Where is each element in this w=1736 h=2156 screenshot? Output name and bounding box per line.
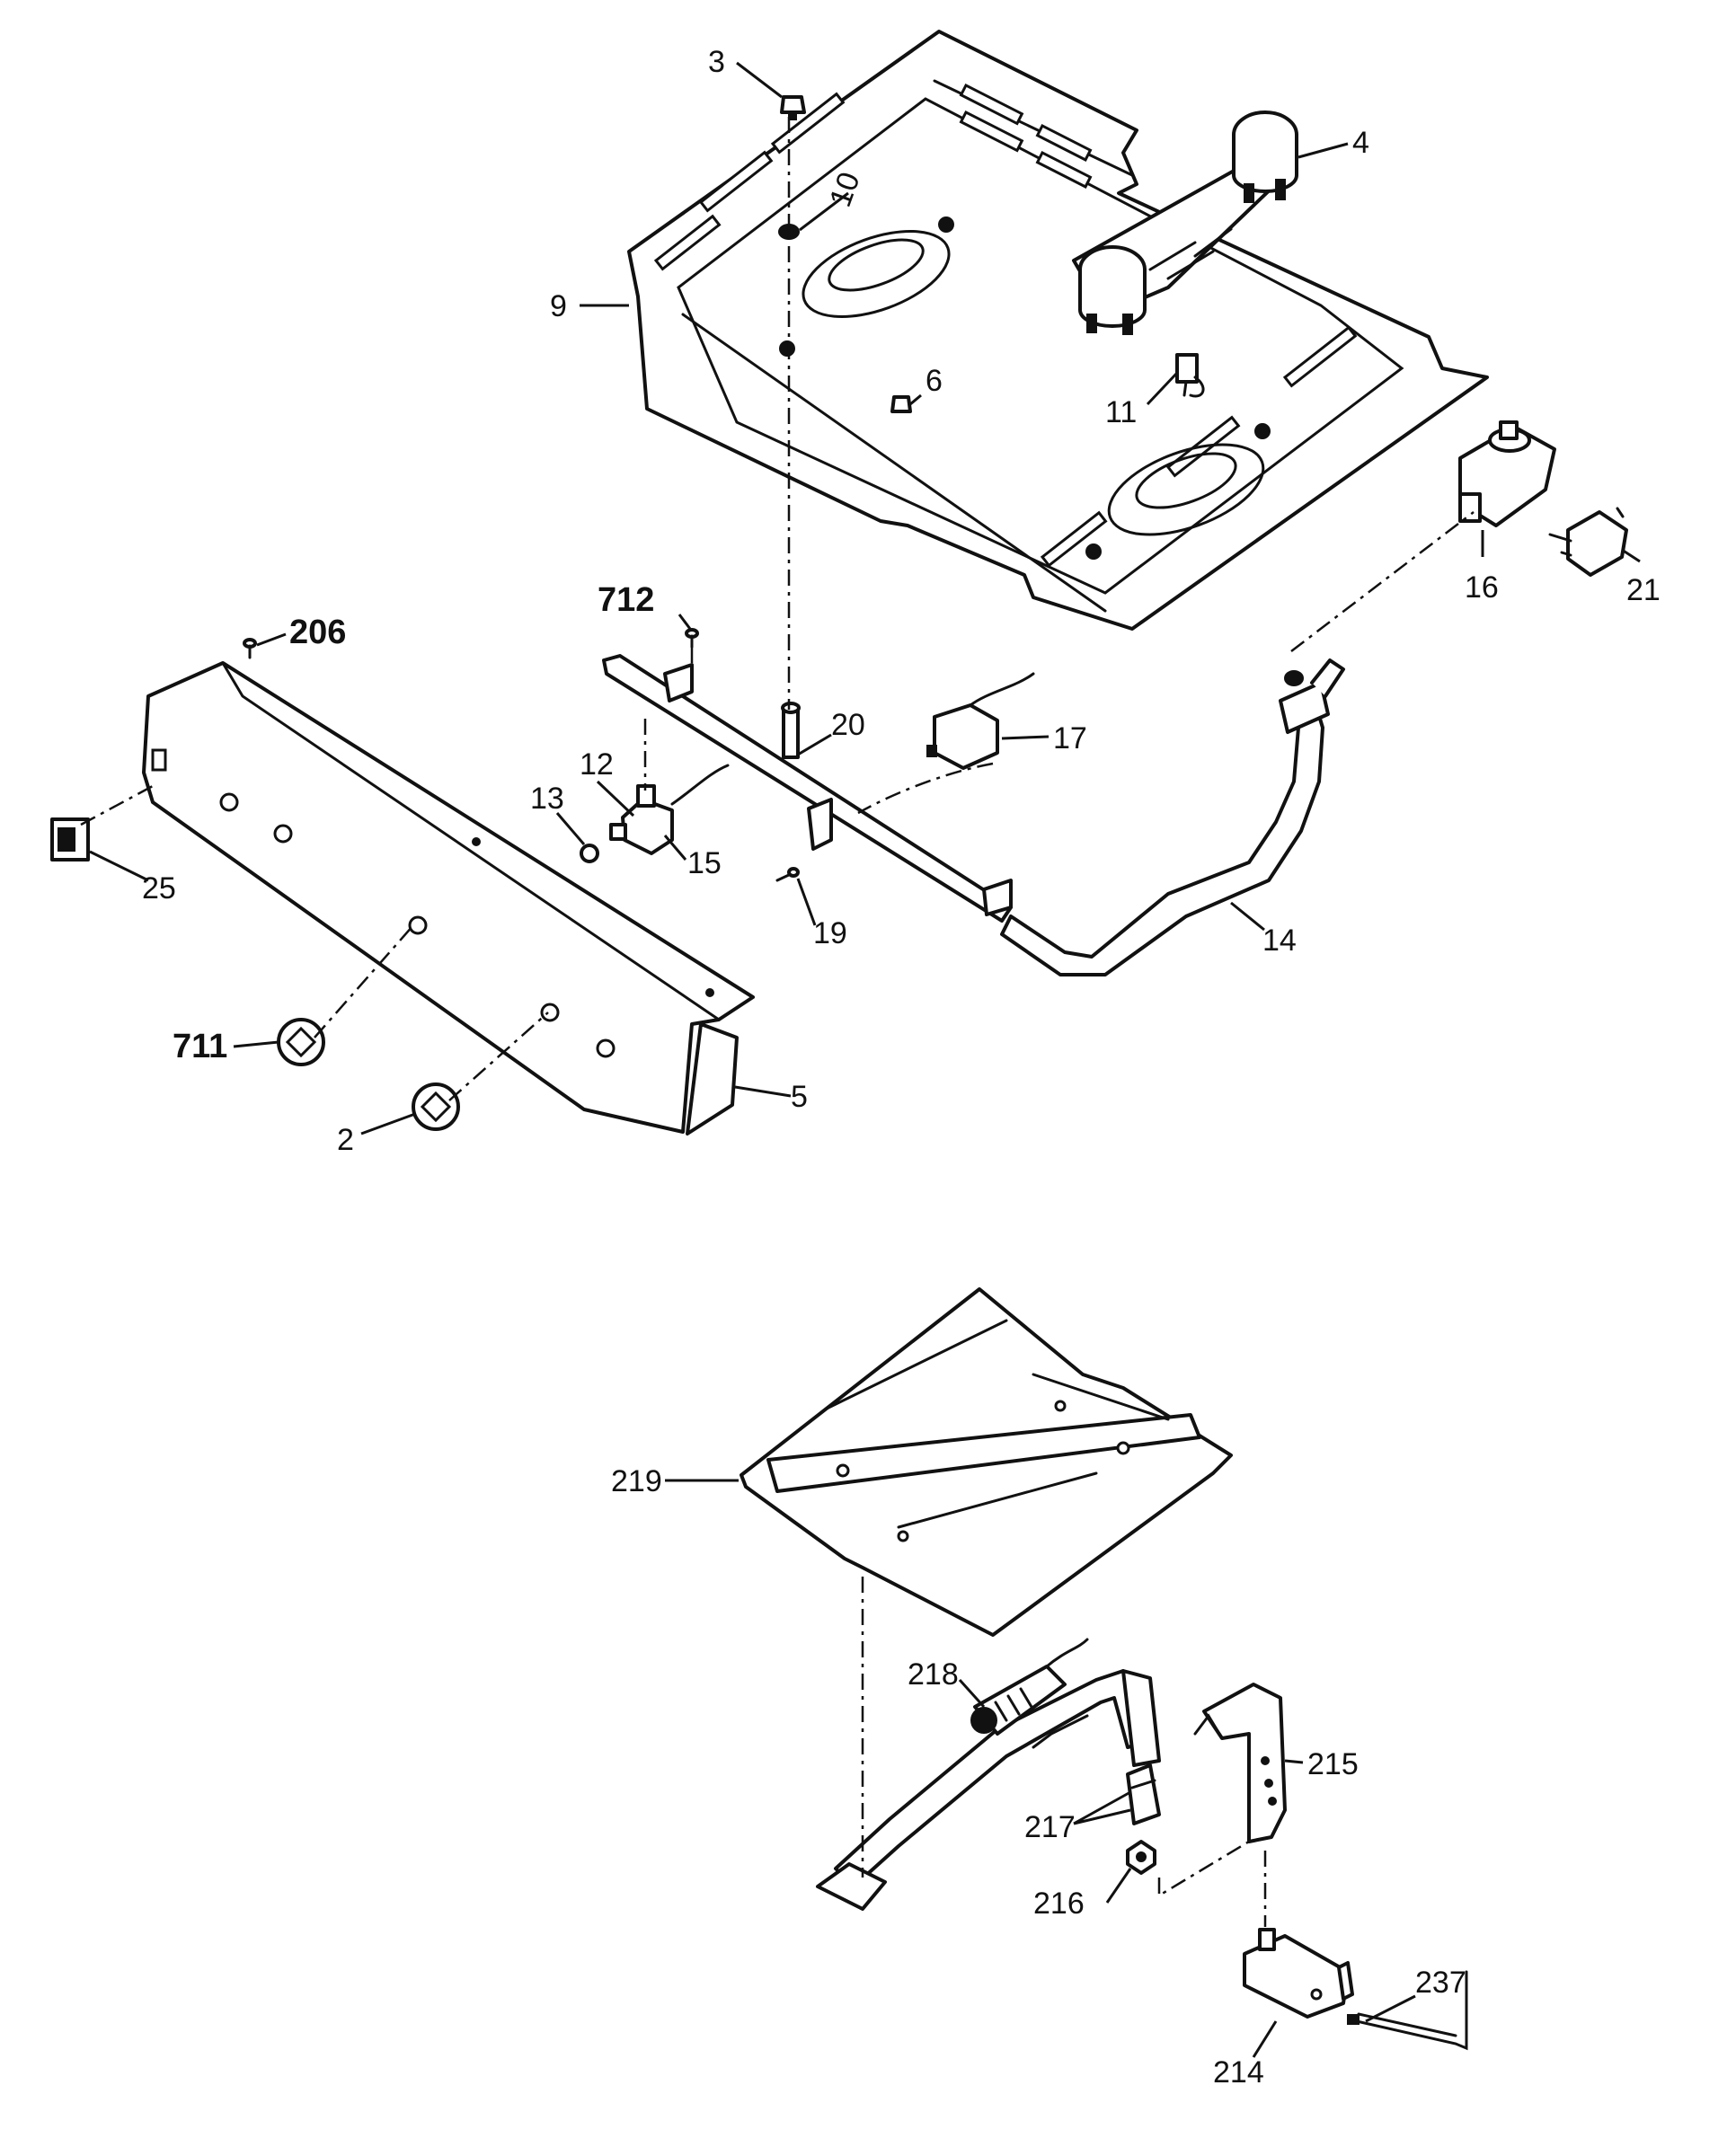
- callout-20: 20: [831, 708, 865, 742]
- leader-lines: [89, 61, 1641, 2058]
- switch-17: [926, 672, 1035, 770]
- callout-3: 3: [708, 45, 725, 79]
- alignment-lines: [80, 117, 1475, 1927]
- control-panel: [142, 661, 755, 1135]
- ignitor-11: [1175, 353, 1205, 398]
- callout-219: 219: [611, 1464, 662, 1498]
- callout-712: 712: [598, 581, 654, 619]
- callout-218: 218: [908, 1657, 959, 1692]
- callout-13: 13: [530, 782, 564, 816]
- callout-19: 19: [813, 916, 847, 950]
- nut-216: [1126, 1840, 1156, 1875]
- callout-4: 4: [1352, 126, 1369, 160]
- burner-box-tray: [627, 30, 1489, 631]
- gas-supply-tube: [1000, 658, 1345, 976]
- screw-19: [775, 867, 800, 882]
- callout-6: 6: [926, 364, 943, 398]
- orifice-fitting-20: [781, 702, 801, 759]
- callout-14: 14: [1262, 923, 1297, 958]
- clip-217: [1126, 1763, 1161, 1825]
- nut-13: [580, 844, 599, 863]
- knob-711: [277, 1018, 325, 1066]
- callout-711: 711: [173, 1028, 227, 1065]
- manifold-bracket: [602, 654, 1013, 923]
- callout-5: 5: [791, 1080, 808, 1114]
- callout-9: 9: [550, 289, 567, 323]
- callout-25: 25: [142, 871, 176, 906]
- screw-6: [890, 395, 912, 413]
- burner-baffle-219: [740, 1287, 1233, 1637]
- knob-2: [412, 1082, 460, 1131]
- bracket-215: [1193, 1683, 1287, 1843]
- callout-215: 215: [1307, 1747, 1359, 1781]
- callout-12: 12: [580, 747, 614, 782]
- screw-3: [780, 95, 806, 120]
- screw-712: [685, 628, 699, 649]
- callout-2: 2: [337, 1123, 354, 1157]
- callout-16: 16: [1465, 570, 1499, 605]
- callout-labels: 3 10 4 9 6 11 16 21 712 206 20 17 12 13 …: [142, 45, 1661, 2090]
- callout-11: 11: [1105, 395, 1137, 429]
- pressure-regulator: [1458, 420, 1556, 527]
- surface-burner-assembly: [1072, 110, 1298, 335]
- callout-17: 17: [1053, 721, 1087, 755]
- valve-15: [609, 764, 730, 855]
- callout-21: 21: [1626, 573, 1661, 607]
- oven-igniter: [970, 1638, 1089, 1736]
- switch-21: [1548, 507, 1628, 577]
- callout-217: 217: [1024, 1810, 1076, 1844]
- switch-25: [50, 817, 90, 862]
- oven-valve: [1243, 1928, 1354, 2019]
- callout-214: 214: [1213, 2055, 1264, 2090]
- screw-206: [243, 638, 257, 659]
- callout-237: 237: [1415, 1966, 1466, 2000]
- callout-216: 216: [1033, 1886, 1085, 1921]
- callout-206: 206: [289, 614, 346, 651]
- callout-15: 15: [687, 846, 722, 880]
